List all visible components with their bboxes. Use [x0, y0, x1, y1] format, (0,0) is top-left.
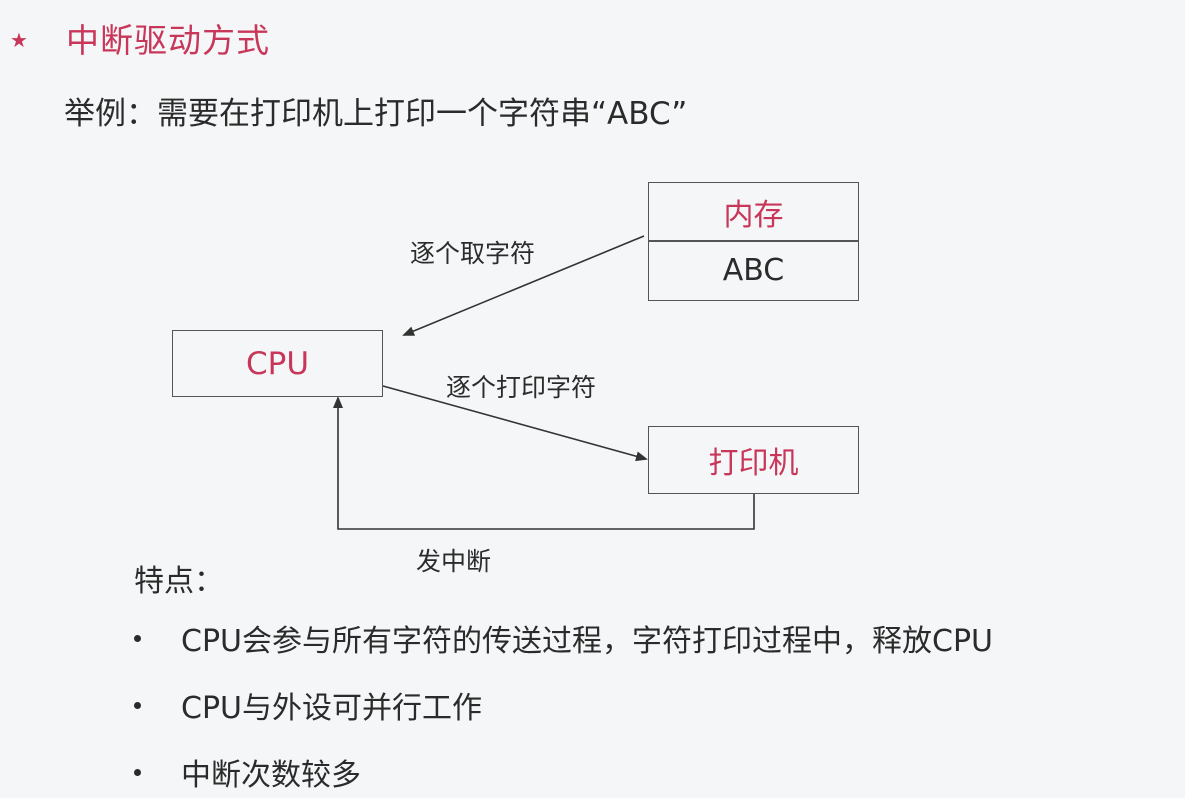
cpu-box: CPU [172, 330, 383, 397]
interrupt-label: 发中断 [416, 547, 492, 576]
interrupt-arrow [333, 396, 755, 530]
features-title: 特点： [134, 564, 224, 599]
feature-item: 中断次数较多 [134, 750, 361, 794]
fetch-label: 逐个取字符 [410, 239, 536, 268]
example-text: 举例：需要在打印机上打印一个字符串“ABC” [64, 96, 688, 132]
feature-item: CPU会参与所有字符的传送过程，字符打印过程中，释放CPU [134, 616, 993, 660]
print-arrow [382, 385, 648, 462]
memory-box: 内存 [648, 182, 859, 242]
bullet-dot-icon [134, 634, 141, 642]
printer-box: 打印机 [648, 426, 859, 494]
fetch-arrow [402, 235, 645, 336]
bullet-dot-icon [134, 701, 141, 709]
feature-text: CPU与外设可并行工作 [181, 691, 482, 726]
print-label: 逐个打印字符 [446, 373, 597, 402]
feature-item: CPU与外设可并行工作 [134, 683, 482, 727]
feature-text: 中断次数较多 [181, 758, 361, 793]
feature-text: CPU会参与所有字符的传送过程，字符打印过程中，释放CPU [181, 624, 993, 659]
memory-content-box: ABC [648, 240, 859, 301]
bullet-dot-icon [134, 768, 141, 776]
slide-title: 中断驱动方式 [66, 21, 270, 60]
star-icon: ★ [10, 28, 28, 52]
